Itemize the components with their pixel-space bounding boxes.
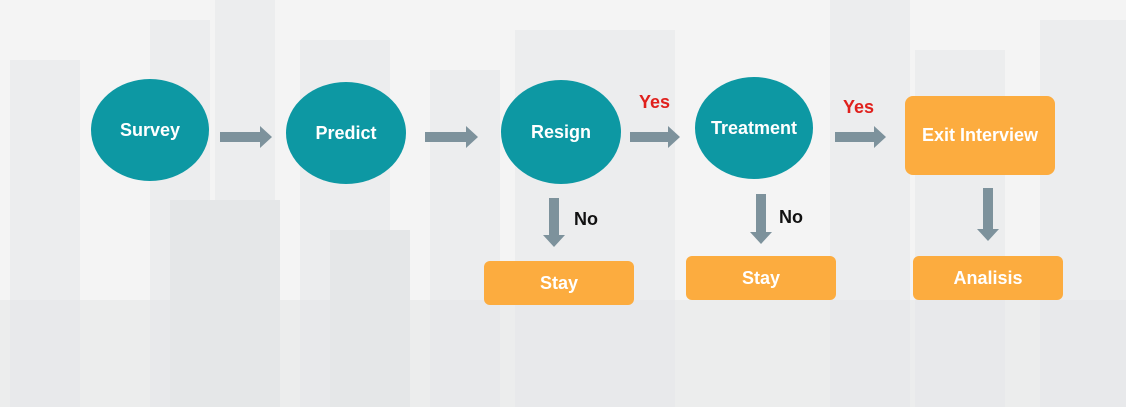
stay-node-1: Stay [484,261,634,305]
arrow-survey-predict [220,126,272,148]
treatment-label: Treatment [710,117,798,138]
arrow-exit-analisis [977,188,999,241]
arrow-predict-resign [425,126,478,148]
no-label-treatment: No [779,207,803,227]
stay-label-2: Stay [741,267,781,288]
survey-label: Survey [119,119,181,140]
arrow-treatment-stay [750,194,772,244]
resign-node: Resign [501,80,621,184]
arrow-resign-treatment [630,126,680,148]
analisis-node: Analisis [913,256,1063,300]
exit-interview-label: Exit Interview [921,125,1039,145]
survey-node: Survey [91,79,209,181]
yes-label-resign: Yes [639,92,671,112]
resign-label: Resign [530,121,591,142]
no-label-resign: No [574,209,598,229]
treatment-node: Treatment [695,77,813,179]
arrow-treatment-exit [835,126,886,148]
predict-label: Predict [315,122,377,143]
yes-label-treatment: Yes [843,97,875,117]
arrow-resign-stay [543,198,565,247]
analisis-label: Analisis [953,267,1023,288]
stay-node-2: Stay [686,256,836,300]
stay-label-1: Stay [539,272,579,293]
predict-node: Predict [286,82,406,184]
exit-interview-node: Exit Interview [905,96,1055,175]
